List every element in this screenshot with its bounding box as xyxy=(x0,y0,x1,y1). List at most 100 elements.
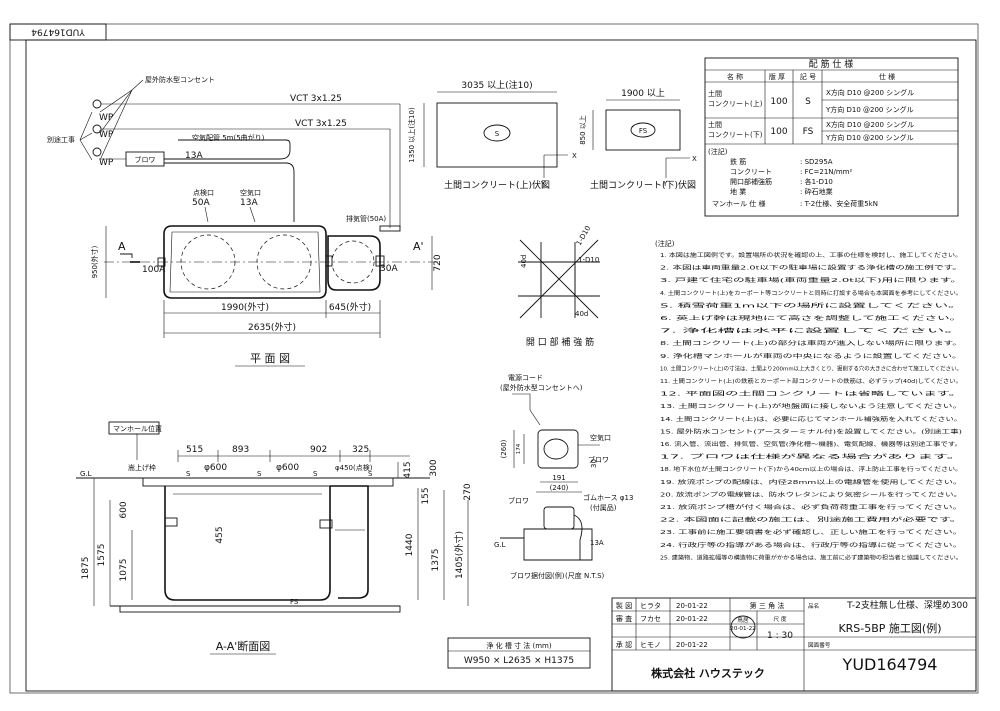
section-gl: G.L xyxy=(80,470,92,478)
inflow-size: 100A xyxy=(142,265,166,275)
blower-body-top xyxy=(537,429,579,469)
tb-name-1: ヒラタ xyxy=(640,601,661,610)
size-table-value: W950 × L2635 × H1375 xyxy=(464,656,574,666)
port-size: 50A xyxy=(192,198,210,208)
blower-pipe-13a: 13A xyxy=(590,539,604,547)
tb-name-3: ヒモノ xyxy=(640,641,661,649)
wp-label-1: WP xyxy=(99,113,114,123)
section-d270: 270 xyxy=(463,483,473,500)
section-raise-label: 嵩上げ枠 xyxy=(128,463,156,472)
rebar-lower-name2: コンクリート(下) xyxy=(708,131,763,139)
blower-body-side xyxy=(543,506,575,530)
note-item: 13. 土間コンクリート(上)が地盤面に接しないよう注意してください。 xyxy=(660,402,962,410)
vct-label-1: VCT 3x1.25 xyxy=(290,94,342,104)
opening-d2: 40d xyxy=(575,310,588,318)
plan-view: 屋外防水型コンセント 別途工事 WP WP WP VCT 3x1.25 VCT … xyxy=(47,75,443,367)
section-phi2: φ600 xyxy=(276,463,299,473)
tb-spec: T-2支柱無し仕様、深埋め300 xyxy=(846,599,968,611)
tb-name-2: フカセ xyxy=(640,615,661,623)
slab-upper-dim-h: 1350 以上(注10) xyxy=(407,107,416,163)
vct-label-2: VCT 3x1.25 xyxy=(295,119,347,129)
rebar-table-title: 配 筋 仕 様 xyxy=(809,58,854,70)
slab-upper-view: 3035 以上(注10) 1350 以上(注10) S X Y 土間コンクリート… xyxy=(407,79,577,191)
note-item: 19. 放流ポンプの配線は、内径28mm以上の電線管を使用してください。 xyxy=(660,478,962,486)
note-item: 15. 屋外防水コンセント(アースターミナル付)を設置してください。(別途工事) xyxy=(660,427,962,435)
notes-title: (注記) xyxy=(655,239,675,248)
blower-dim-174: 174 xyxy=(516,443,522,454)
section-d155: 155 xyxy=(421,487,431,504)
note-item: 10. 土間コンクリート(上)の寸法は、土間より200mm以上大きくとり、掘削す… xyxy=(660,364,962,372)
stamp-box: YUD164794 xyxy=(9,23,107,41)
note-item: 1. 本図は施工図例です。設置場所の状況を確認の上、工事の仕様を検討し、施工して… xyxy=(660,251,962,259)
tb-drawing-no: YUD164794 xyxy=(842,655,938,674)
rebar-upper-thick: 100 xyxy=(770,97,787,107)
blower-detail-caption: ブロワ据付図(例) xyxy=(510,571,565,580)
tb-stamp-1: 鳥居 xyxy=(737,616,749,624)
rebar-upper-sym: S xyxy=(805,97,811,107)
note-item: 11. 土間コンクリート(上)の鉄筋とカーポート部コンクリートの鉄筋は、必ずラッ… xyxy=(660,377,962,385)
section-d515: 515 xyxy=(186,445,203,455)
section-fs: FS xyxy=(290,598,299,606)
air-inlet-size: 13A xyxy=(240,198,258,208)
section-d1440: 1440 xyxy=(405,533,415,556)
tb-role-2: 審 査 xyxy=(616,614,632,623)
section-title: A-A'断面図 xyxy=(216,639,271,653)
dim-720: 720 xyxy=(433,254,443,271)
air-pipe-label: 空気配管 5m(5曲がり) xyxy=(192,133,265,142)
section-d1875: 1875 xyxy=(81,557,91,580)
pump-tank-outline xyxy=(327,235,381,291)
spec-note-5-val: : T-2仕様、安全荷重5kN xyxy=(800,199,878,208)
tb-drawing-no-label: 図面番号 xyxy=(808,642,831,649)
wp-label-3: WP xyxy=(99,158,114,168)
note-item: 17. ブロワは仕様が異なる場合があります。 xyxy=(660,453,962,461)
outlet-label: 屋外防水型コンセント xyxy=(145,75,215,84)
blower-gl: G.L xyxy=(494,541,506,549)
section-d1575: 1575 xyxy=(97,544,107,567)
note-item: 24. 行政庁等の指導がある場合は、行政庁等の指導に従ってください。 xyxy=(660,541,962,549)
rebar-col-spec: 仕 様 xyxy=(879,72,895,81)
tb-stamp xyxy=(730,615,756,639)
section-d1405: 1405(外寸) xyxy=(453,531,465,579)
section-manhole-label: マンホール位置 xyxy=(113,424,162,433)
section-s-3: S xyxy=(313,470,318,478)
note-item: 22. 本図面に記載の施工は、別途施工費用が必要です。 xyxy=(660,516,962,524)
section-phi1: φ600 xyxy=(204,463,227,473)
opening-bar-2: 1-D10 xyxy=(578,256,599,264)
slab-upper-caption: 土間コンクリート(上)伏図 xyxy=(444,179,550,191)
stamp-text: YUD164794 xyxy=(31,27,86,37)
tb-model: KRS-5BP 施工図(例) xyxy=(838,621,941,635)
section-d300: 300 xyxy=(429,459,439,476)
note-item: 9. 浄化槽マンホールが車両の中央になるように設置してください。 xyxy=(660,352,962,360)
dim-1990: 1990(外寸) xyxy=(221,301,269,313)
section-view: マンホール位置 515 893 902 325 φ600 φ600 φ450(点… xyxy=(76,421,591,669)
rebar-upper-name2: コンクリート(上) xyxy=(708,99,763,108)
section-d902: 902 xyxy=(310,445,327,455)
tb-stamp-2: 20-01-22 xyxy=(730,626,755,632)
rebar-lower-name1: 土間 xyxy=(708,120,722,129)
blower-dim-240: (240) xyxy=(550,484,569,492)
tb-projection: 第 三 角 法 xyxy=(750,601,785,610)
opening-bar: 1-D10 xyxy=(575,225,593,247)
note-item: 23. 工事前に施工要領書を必ず確認し、正しい施工を行ってください。 xyxy=(660,528,962,536)
rebar-upper-row1: X方向 D10 @200 シングル xyxy=(826,88,914,97)
section-d893: 893 xyxy=(232,445,249,455)
opening-caption: 開 口 部 補 強 筋 xyxy=(526,336,594,348)
spec-note-3-key: 開口部補強筋 xyxy=(730,177,772,186)
slab-upper-x: X xyxy=(572,152,577,160)
spec-note-1-key: 鉄 筋 xyxy=(730,157,746,166)
rebar-upper-name1: 土間 xyxy=(708,89,722,98)
note-item: 16. 流入管、流出管、排気管、空気管(浄化槽～機器)、電気配線、機器等は別途工… xyxy=(660,440,962,448)
slab-lower-caption: 土間コンクリート(下)伏図 xyxy=(590,179,696,191)
section-s-4: S xyxy=(368,470,373,478)
outflow-size: 30A xyxy=(380,264,398,274)
spec-note-3-val: : 各1-D10 xyxy=(800,177,833,186)
note-item: 18. 地下水位が土間コンクリート(下)から40cm以上の場合は、浮上防止工事を… xyxy=(660,465,962,473)
spec-note-2-val: : FC=21N/mm² xyxy=(800,168,853,176)
tb-scale-label: 尺 度 xyxy=(774,615,787,623)
section-s-2: S xyxy=(257,470,262,478)
section-d1075: 1075 xyxy=(119,559,129,582)
rebar-lower-sym: FS xyxy=(803,127,814,137)
rebar-lower-thick: 100 xyxy=(770,127,787,137)
